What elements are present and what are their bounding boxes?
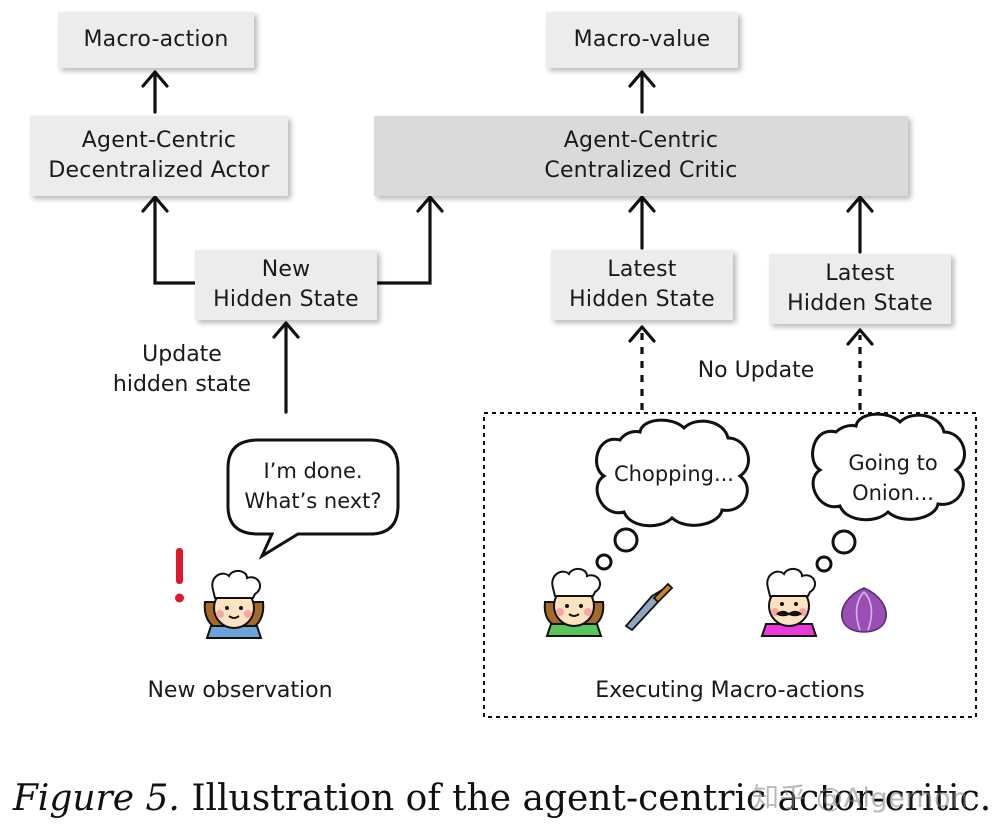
- chef-mustache-icon: [760, 568, 818, 637]
- new-hidden-state-box: New Hidden State: [195, 250, 377, 320]
- thought-dot-small: [595, 553, 613, 571]
- update-hidden-state-label: Update hidden state: [96, 340, 268, 400]
- arrow-hidden-to-critic: [376, 198, 432, 285]
- new-hidden-line2: Hidden State: [213, 287, 359, 312]
- thought-cloud-chopping: [595, 418, 750, 528]
- macro-value-box: Macro-value: [546, 12, 738, 68]
- thought-text-chopping: Chopping...: [614, 462, 734, 486]
- thought-cloud-onion: [811, 412, 966, 522]
- latest2-line1: Latest: [825, 261, 895, 286]
- chef-girl-icon: [203, 570, 265, 639]
- thought2-line2: Onion...: [852, 481, 934, 505]
- thought-text-onion: Going to Onion...: [818, 448, 968, 508]
- latest2-line2: Hidden State: [787, 291, 933, 316]
- figure-caption: Figure 5. Illustration of the agent-cent…: [0, 778, 1004, 819]
- arrow-hidden-to-actor: [153, 198, 197, 285]
- speech-line2: What’s next?: [244, 489, 382, 513]
- executing-region: [483, 412, 977, 718]
- no-update-label: No Update: [697, 358, 815, 383]
- caption-text: Illustration of the agent-centric actor-…: [191, 778, 992, 819]
- thought-dot-small-2: [815, 555, 833, 573]
- exclamation-icon: [175, 548, 184, 603]
- caption-figure-number: Figure 5.: [12, 778, 180, 819]
- new-observation-label: New observation: [147, 678, 333, 703]
- latest1-line1: Latest: [607, 257, 677, 282]
- update-line2: hidden state: [112, 372, 252, 397]
- actor-line1: Agent-Centric: [81, 128, 237, 153]
- onion-icon: [841, 587, 887, 633]
- macro-value-label: Macro-value: [573, 27, 711, 52]
- speech-bubble: [226, 438, 400, 560]
- macro-action-box: Macro-action: [58, 12, 254, 68]
- latest-hidden-state-box-2: Latest Hidden State: [769, 254, 951, 324]
- critic-line1: Agent-Centric: [563, 128, 719, 153]
- chef-boy-icon: [543, 568, 605, 637]
- actor-line2: Decentralized Actor: [48, 158, 270, 183]
- critic-box: Agent-Centric Centralized Critic: [374, 116, 908, 196]
- critic-line2: Centralized Critic: [544, 158, 738, 183]
- latest1-line2: Hidden State: [569, 287, 715, 312]
- speech-text: I’m done. What’s next?: [228, 456, 398, 516]
- executing-macro-actions-label: Executing Macro-actions: [595, 678, 865, 703]
- watermark: 知乎 @Algernon: [752, 783, 969, 814]
- latest-hidden-state-box-1: Latest Hidden State: [551, 250, 733, 320]
- actor-box: Agent-Centric Decentralized Actor: [30, 116, 288, 196]
- knife-icon: [624, 582, 674, 632]
- speech-line1: I’m done.: [263, 459, 363, 483]
- new-hidden-line1: New: [261, 257, 311, 282]
- thought2-line1: Going to: [848, 451, 938, 475]
- thought-dot-large: [613, 527, 639, 553]
- update-line1: Update: [142, 342, 222, 367]
- macro-action-label: Macro-action: [83, 27, 229, 52]
- thought-dot-large-2: [831, 529, 857, 555]
